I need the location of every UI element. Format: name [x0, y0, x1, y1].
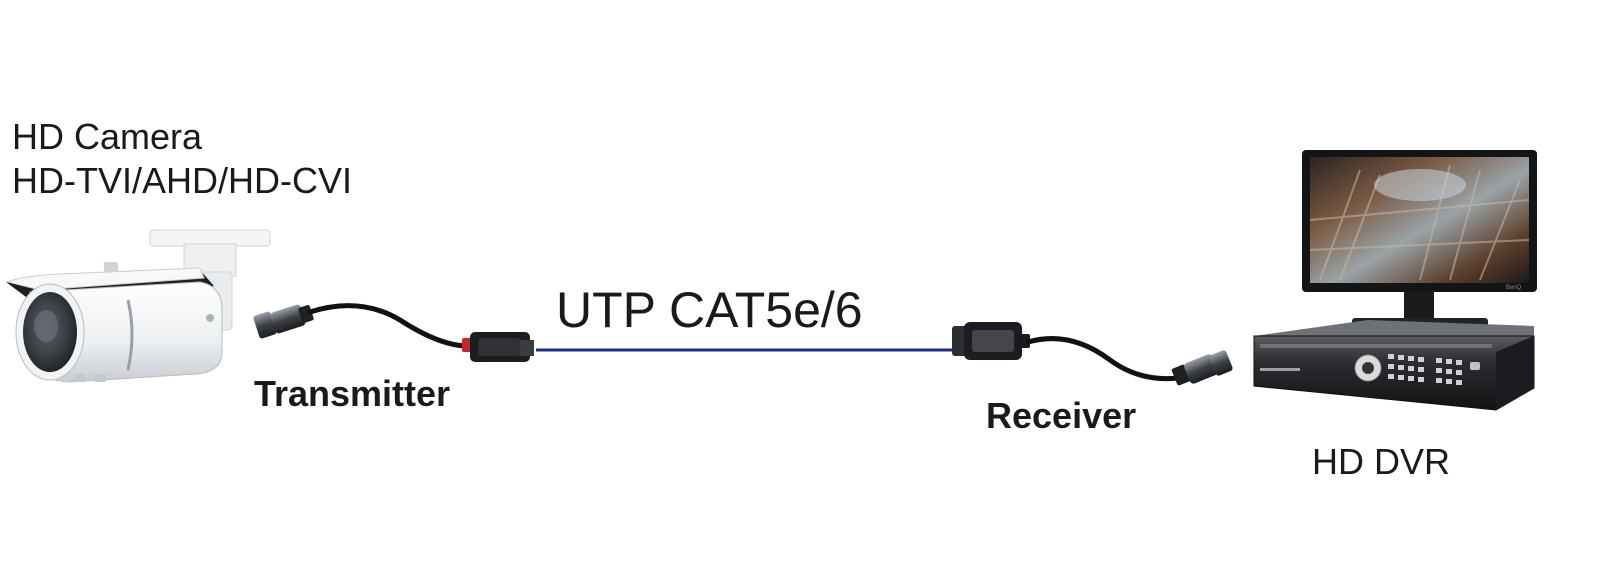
- dvr-label: HD DVR: [1312, 441, 1451, 482]
- bnc-connector-icon: [253, 304, 314, 339]
- monitor-icon: BenQ: [1302, 150, 1537, 330]
- transmitter-label: Transmitter: [254, 373, 451, 414]
- bnc-connector-icon: [1171, 350, 1233, 386]
- camera-title: HD Camera: [12, 116, 203, 157]
- balun-icon: [462, 332, 534, 362]
- dvr-icon: [1253, 320, 1535, 411]
- receiver-label: Receiver: [986, 395, 1137, 436]
- transmitter-assembly: [253, 303, 534, 362]
- svg-text:BenQ: BenQ: [1506, 285, 1522, 291]
- balun-icon: [952, 322, 1030, 360]
- receiver-assembly: [952, 322, 1233, 386]
- camera-icon: [6, 229, 271, 383]
- camera-subtitle: HD-TVI/AHD/HD-CVI: [12, 160, 352, 201]
- cable-label: UTP CAT5e/6: [556, 282, 863, 338]
